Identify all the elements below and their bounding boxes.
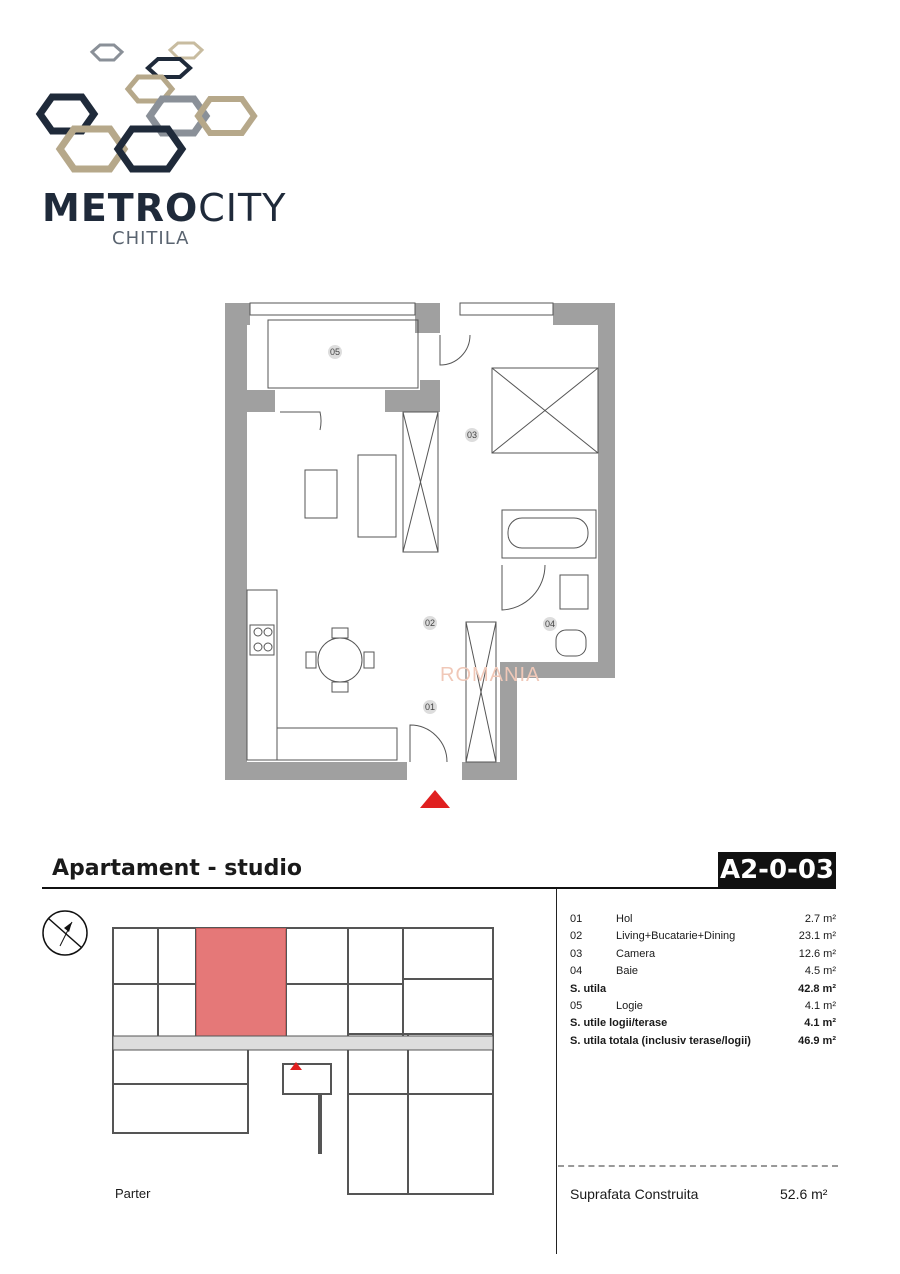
coffee-table	[304, 469, 338, 519]
apartment-type: Apartament - studio	[52, 856, 302, 881]
area-row: S. utila totala (inclusiv terase/logii) 4…	[570, 1035, 836, 1052]
dashed-divider	[558, 1165, 838, 1167]
area-row-value: 23.1 m²	[798, 930, 836, 943]
room-label-04: 04	[545, 619, 555, 629]
area-row-value: 4.5 m²	[804, 965, 836, 978]
area-row-number: 01	[570, 913, 583, 925]
area-row: 04 Baie 4.5 m²	[570, 965, 836, 982]
area-row: S. utila 42.8 m²	[570, 983, 836, 1000]
area-row: S. utile logii/terase 4.1 m²	[570, 1017, 836, 1034]
entrance-marker-icon	[290, 1062, 302, 1070]
hexagon-icon	[194, 96, 258, 136]
walls	[225, 303, 615, 780]
hexagon-icon	[145, 95, 211, 137]
lower-cabinets	[276, 727, 398, 761]
area-row-value: 4.1 m²	[804, 999, 836, 1012]
area-row-name: S. utila	[570, 982, 607, 995]
bathtub	[501, 509, 597, 559]
bedroom-door	[439, 334, 471, 366]
north-compass-icon	[42, 910, 88, 956]
bed	[491, 367, 599, 454]
area-row-value: 4.1 m²	[804, 1017, 836, 1030]
metrocity-logo	[35, 41, 258, 173]
brand-location: CHITILA	[112, 228, 190, 249]
wardrobe	[402, 411, 439, 553]
area-row: 01 Hol 2.7 m²	[570, 913, 836, 930]
apartment-code: A2-0-03	[718, 852, 836, 888]
built-area-label: Suprafata Construita	[570, 1186, 699, 1202]
area-row-name: Hol	[616, 913, 633, 925]
area-row-name: S. utila totala (inclusiv terase/logii)	[570, 1034, 751, 1047]
entrance-arrow-icon	[420, 790, 450, 808]
entrance-door	[409, 724, 448, 763]
floor-label: Parter	[115, 1186, 151, 1201]
hexagon-icon	[167, 41, 205, 60]
hexagon-icon	[113, 125, 187, 173]
loggia-area	[267, 319, 419, 389]
hexagon-icon	[145, 57, 193, 79]
area-row-name: Logie	[616, 999, 643, 1012]
area-row-number: 05	[570, 999, 583, 1012]
area-row: 03 Camera 12.6 m²	[570, 948, 836, 965]
area-row-value: 46.9 m²	[798, 1034, 836, 1047]
area-row-number: 04	[570, 965, 583, 978]
sofa	[357, 454, 397, 538]
room-label-01: 01	[425, 702, 435, 712]
area-row: 05 Logie 4.1 m²	[570, 1000, 836, 1017]
room-label-05: 05	[330, 347, 340, 357]
area-row-number: 03	[570, 947, 583, 960]
sink	[559, 574, 589, 610]
watermark-text: ROMANIA	[440, 664, 541, 686]
brand-name: METROCITY	[42, 186, 286, 230]
highlighted-unit	[196, 928, 286, 1036]
room-label-03: 03	[467, 430, 477, 440]
room-label-02: 02	[425, 618, 435, 628]
area-table: 01 Hol 2.7 m² 02 Living+Bucatarie+Dining 23.1…	[570, 913, 836, 1052]
bathroom-door	[501, 564, 546, 611]
stove	[249, 624, 275, 656]
built-area-value: 52.6 m²	[780, 1186, 828, 1202]
area-row-name: Baie	[616, 965, 639, 978]
dining-table	[317, 637, 363, 683]
building-key-plan	[112, 927, 494, 1195]
area-row-name: Living+Bucatarie+Dining	[616, 930, 736, 943]
area-row-value: 42.8 m²	[798, 982, 836, 995]
area-row: 02 Living+Bucatarie+Dining 23.1 m²	[570, 930, 836, 947]
brand-name-city: CITY	[198, 186, 287, 230]
area-row-name: S. utile logii/terase	[570, 1017, 668, 1030]
hexagon-icon	[89, 43, 125, 62]
toilet	[555, 629, 587, 657]
area-row-value: 2.7 m²	[804, 913, 836, 925]
kitchen-counter	[246, 589, 278, 761]
hexagon-icon	[55, 125, 129, 173]
area-row-name: Camera	[616, 947, 656, 960]
title-divider	[42, 887, 836, 889]
storage	[465, 621, 497, 763]
area-row-number: 02	[570, 930, 583, 943]
column-divider	[556, 889, 557, 1254]
brand-name-metro: METRO	[42, 186, 199, 230]
floor-plan: 05 03 02 04 01	[225, 302, 615, 808]
area-row-value: 12.6 m²	[798, 947, 836, 960]
